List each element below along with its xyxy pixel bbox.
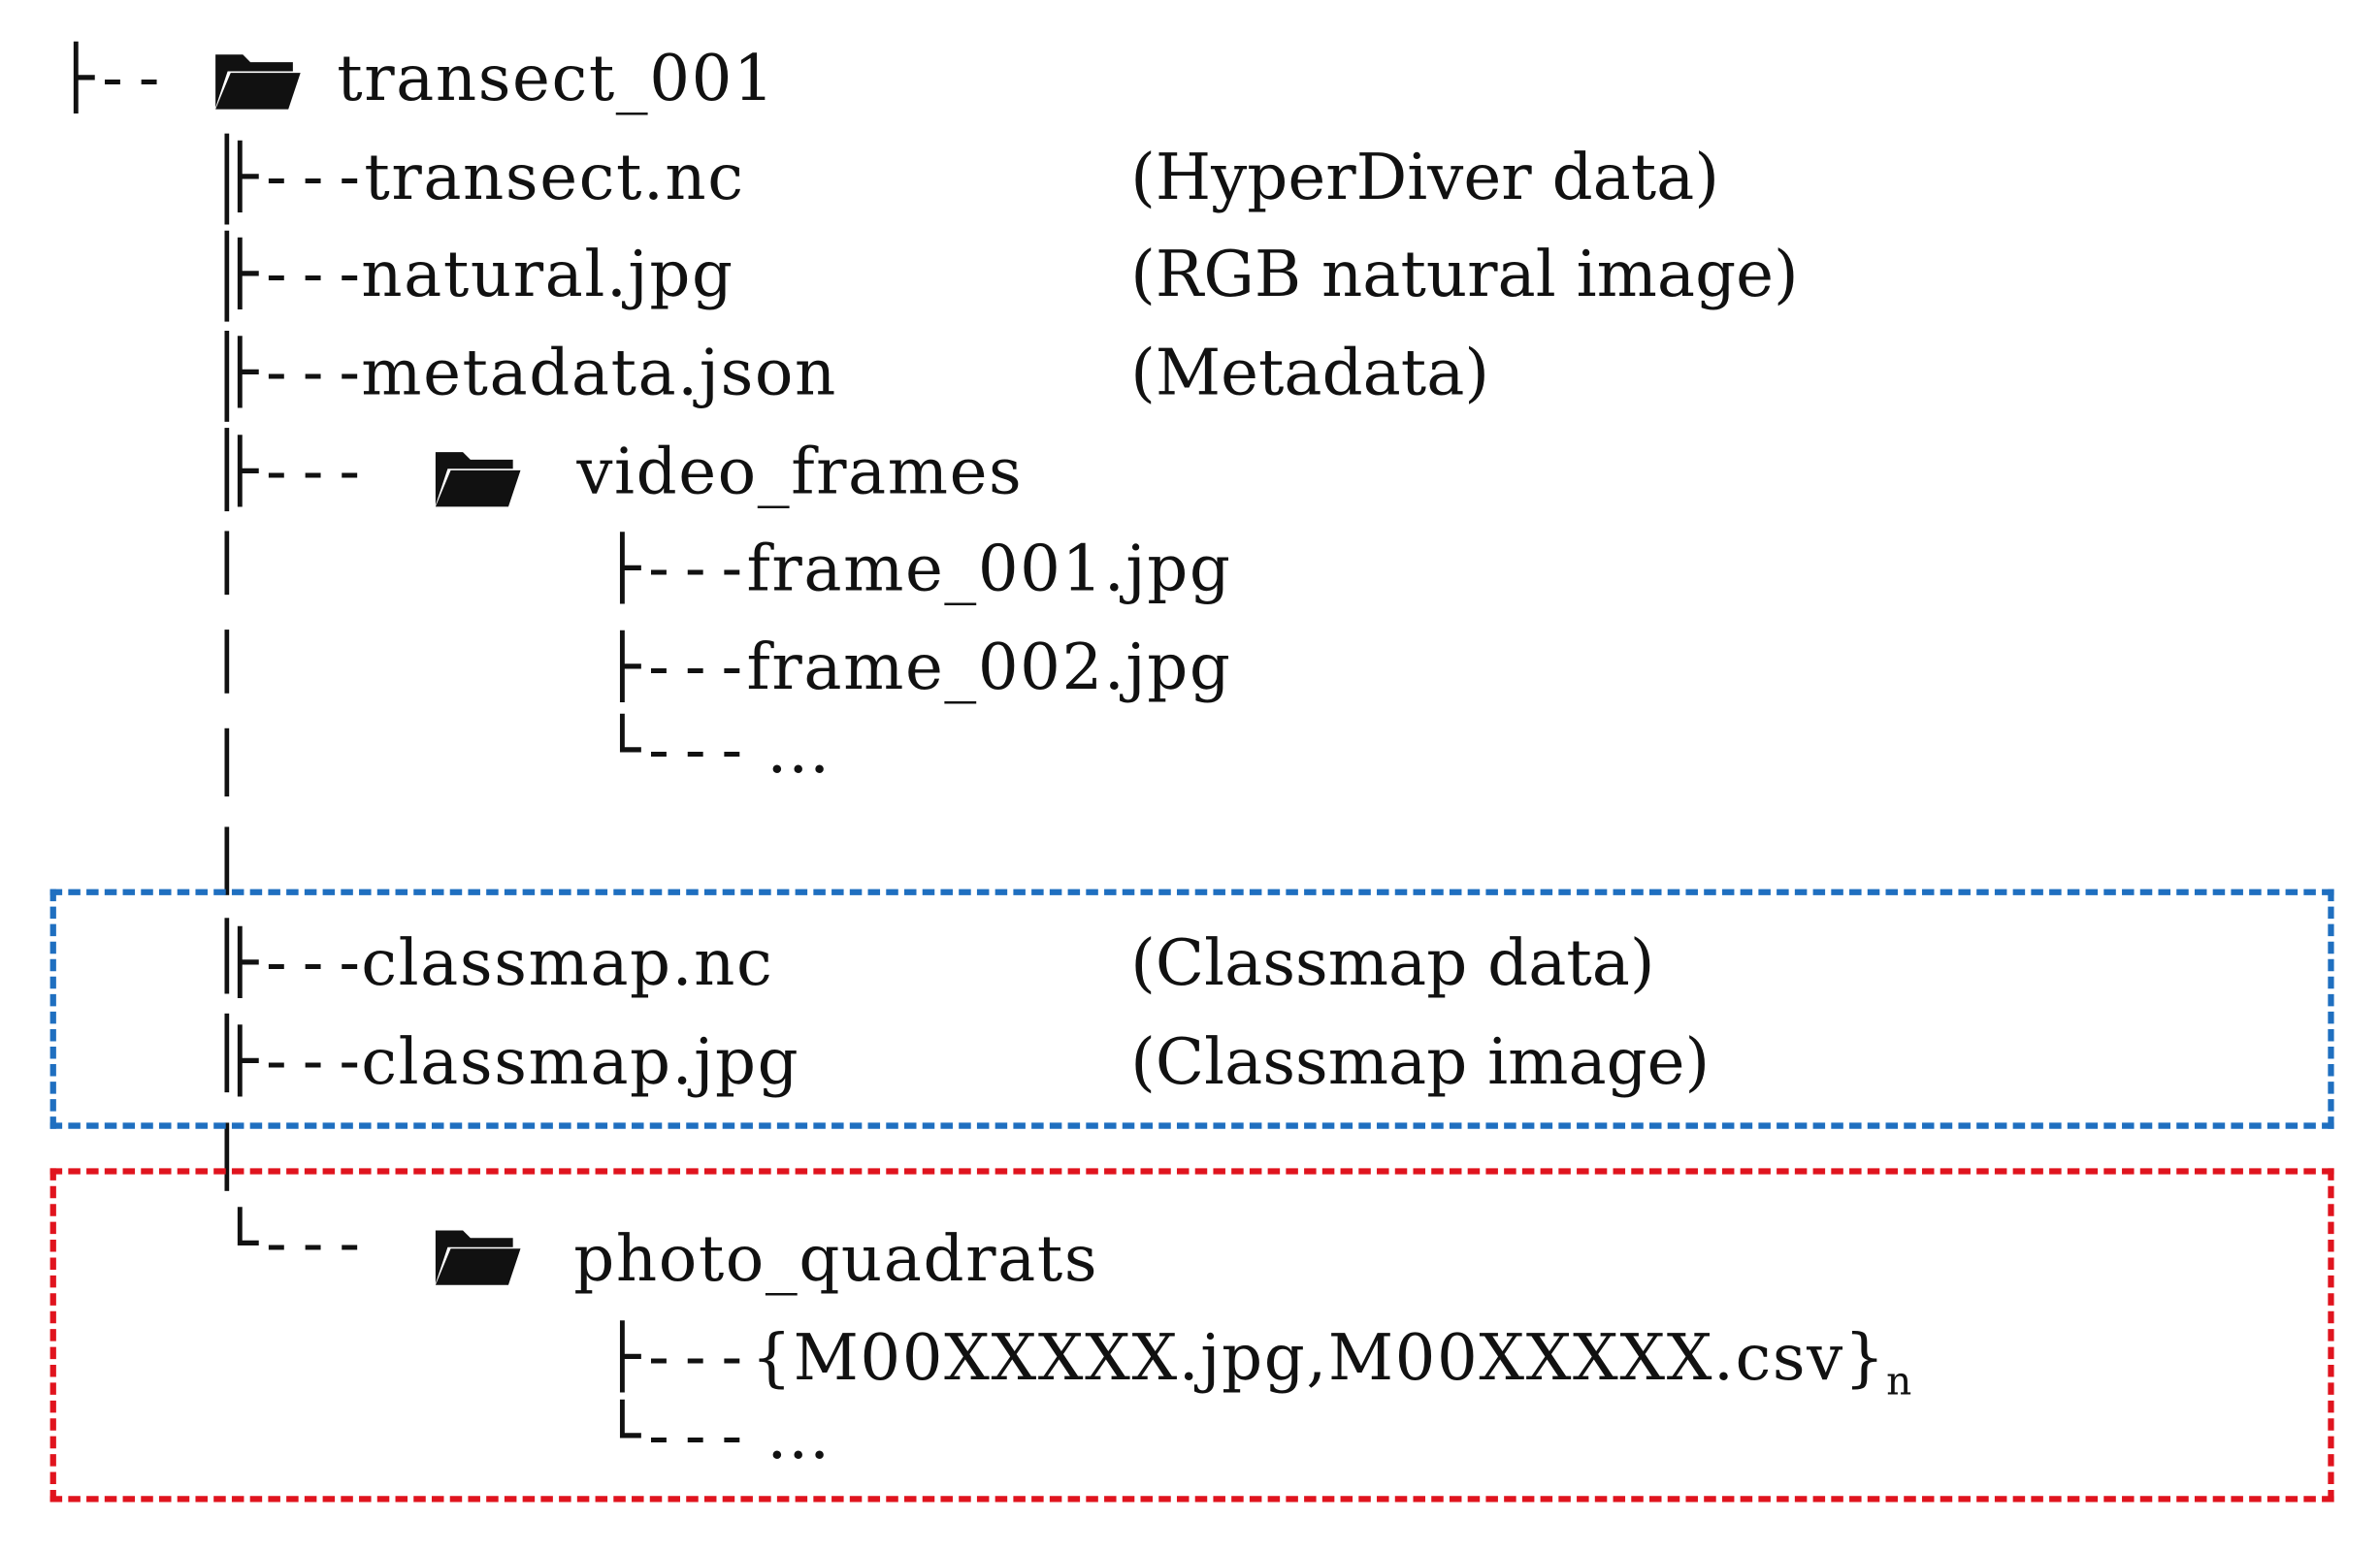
frame-branch: ├--- <box>603 534 751 604</box>
root-branch: ├-- <box>57 44 168 114</box>
desc-natural-jpg: (RGB natural image) <box>1130 236 1799 311</box>
item-branch: ├--- <box>221 338 369 408</box>
quadrats-ellipsis: … <box>766 1399 832 1473</box>
quadrat-file-pair: {M00XXXXX.jpg,M00XXXXX.csv}n <box>751 1320 1913 1420</box>
quadrat-file-pair-subscript: n <box>1886 1359 1913 1406</box>
desc-metadata-json: (Metadata) <box>1130 335 1490 410</box>
tree-trunk-segment <box>224 918 230 994</box>
tree-trunk-segment <box>224 230 230 322</box>
tree-trunk-segment <box>224 728 230 797</box>
frame-branch-last: └--- <box>603 716 751 787</box>
quadrats-branch: └--- <box>221 1209 369 1279</box>
file-metadata-json: metadata.json <box>361 335 837 410</box>
tree-trunk-segment <box>224 826 230 895</box>
item-branch: ├--- <box>221 436 369 507</box>
classmap-highlight-box <box>49 889 2334 1129</box>
tree-trunk-segment <box>224 1013 230 1093</box>
quadrat-item-branch-last: └--- <box>603 1402 751 1472</box>
folder-video-frames: video_frames <box>576 434 1024 508</box>
file-frame-001: frame_001.jpg <box>746 531 1232 606</box>
quadrat-item-branch: ├--- <box>603 1322 751 1393</box>
tree-trunk-segment <box>224 330 230 422</box>
file-frame-002: frame_002.jpg <box>746 630 1232 704</box>
file-natural-jpg: natural.jpg <box>361 236 734 311</box>
classmap-branch: ├--- <box>221 1026 369 1097</box>
tree-trunk-segment <box>224 428 230 512</box>
file-classmap-nc: classmap.nc <box>361 925 774 1000</box>
desc-transect-nc: (HyperDiver data) <box>1130 139 1719 214</box>
frame-branch: ├--- <box>603 632 751 703</box>
file-classmap-jpg: classmap.jpg <box>361 1023 800 1099</box>
quadrat-file-pair-text: {M00XXXXX.jpg,M00XXXXX.csv} <box>751 1319 1887 1395</box>
item-branch: ├--- <box>221 240 369 310</box>
classmap-branch: ├--- <box>221 928 369 999</box>
root-folder-label: transect_001 <box>337 41 776 115</box>
tree-trunk-segment <box>224 1122 230 1191</box>
tree-trunk-segment <box>224 133 230 225</box>
desc-classmap-jpg: (Classmap image) <box>1130 1023 1711 1099</box>
file-transect-nc: transect.nc <box>364 139 745 214</box>
desc-classmap-nc: (Classmap data) <box>1130 925 1655 1000</box>
video-frames-folder-icon <box>435 452 521 507</box>
photo-quadrats-highlight-box <box>49 1168 2334 1503</box>
photo-quadrats-folder-icon <box>435 1230 521 1285</box>
root-folder-icon <box>215 54 301 110</box>
frames-ellipsis: … <box>766 713 832 788</box>
tree-trunk-segment <box>224 630 230 694</box>
tree-trunk-segment <box>224 531 230 596</box>
folder-photo-quadrats: photo_quadrats <box>573 1221 1099 1296</box>
item-branch: ├--- <box>221 143 369 212</box>
